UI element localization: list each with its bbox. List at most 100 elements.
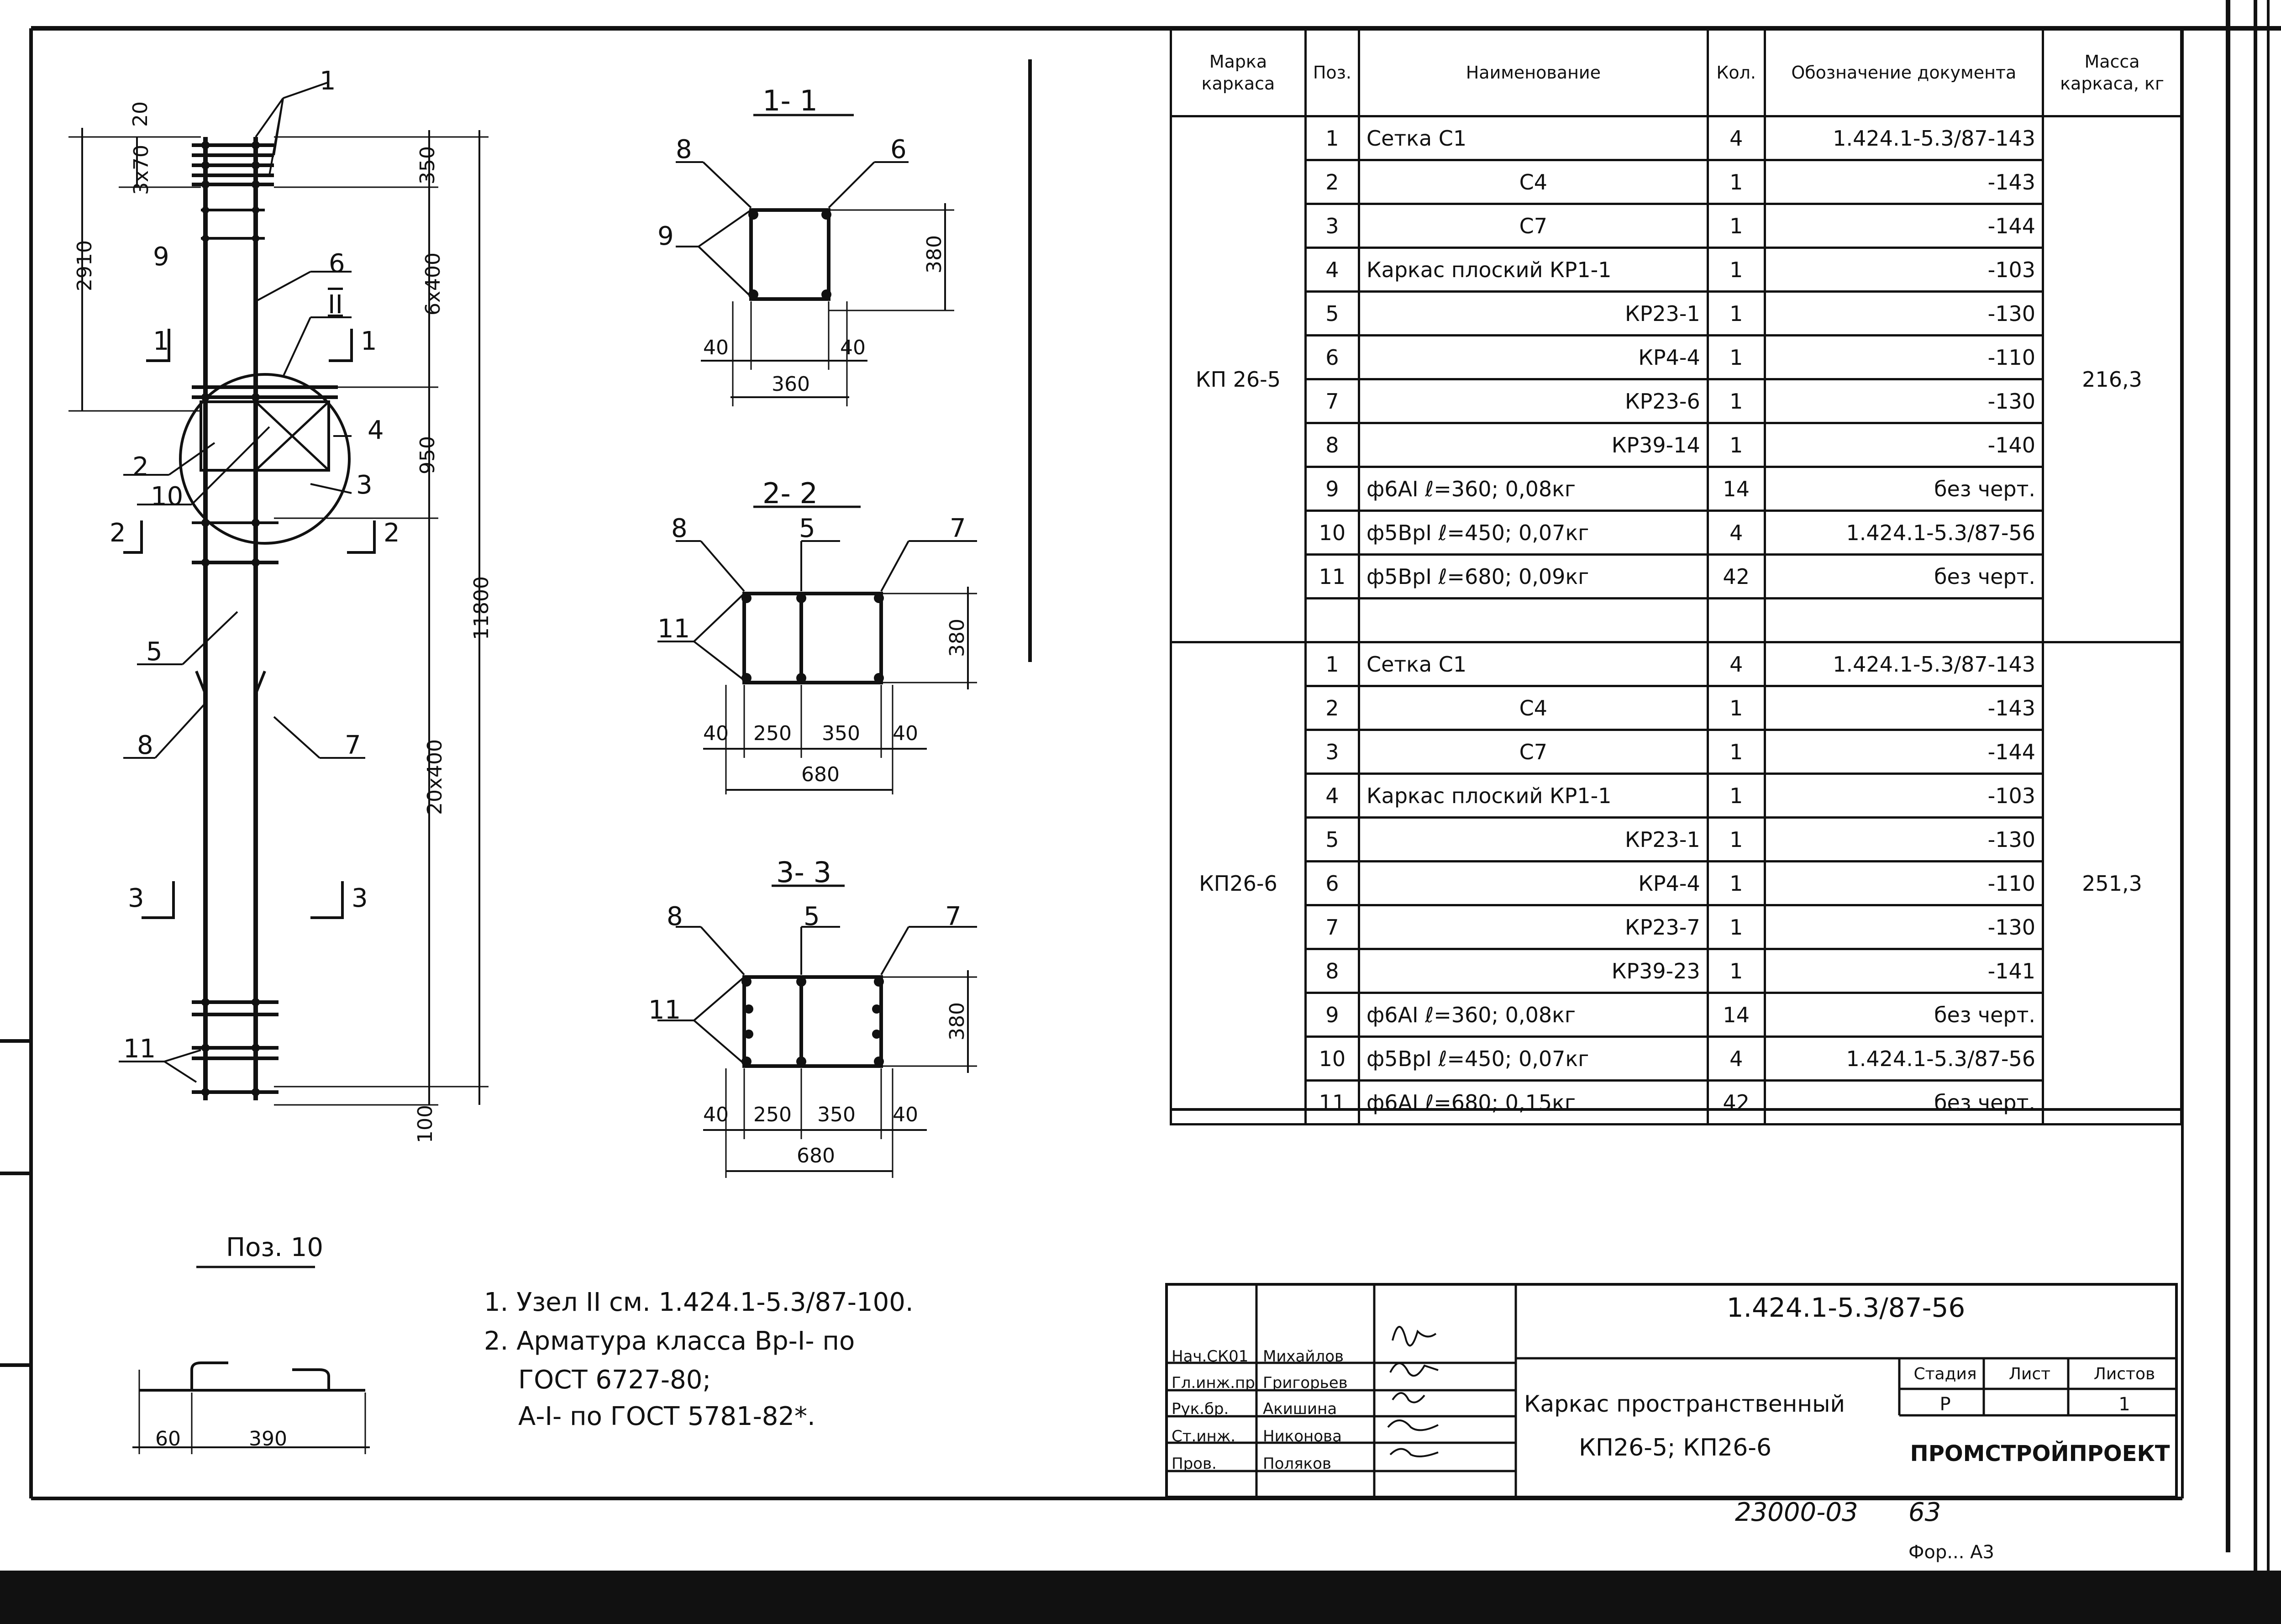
cell-name: ф5ВрI ℓ=450; 0,07кг [1357,510,1709,556]
dim-label: 250 [753,722,792,745]
cell-mark: КП 26-5 [1170,115,1307,643]
dim-label: 40 [840,336,866,359]
dim-label: 40 [893,1103,918,1126]
staff-role: Нач.СК01 [1172,1347,1249,1366]
cell-pos: 2 [1304,685,1360,731]
staff-role: Гл.инж.пр [1172,1374,1255,1392]
cell-mass: 251,3 [2042,641,2182,1125]
cell-name: ф5ВрI ℓ=450; 0,07кг [1357,1035,1709,1082]
table-row [1171,597,2181,643]
stage-value: Р [1939,1394,1951,1415]
cell-doc: -143 [1763,685,2044,731]
document-code: 1.424.1-5.3/87-56 [1726,1292,1966,1323]
cell-qty: 1 [1706,290,1766,336]
pos-label: 9 [657,221,674,251]
cell-pos: 9 [1304,466,1360,512]
staff-role: Рук.бр. [1172,1400,1229,1418]
cell-doc: -144 [1763,729,2044,775]
cell-name: КР39-14 [1357,422,1709,468]
cell-doc: без черт. [1763,466,2044,512]
header-doc: Обозначение документа [1763,28,2044,117]
dim-label: 360 [772,373,810,396]
page-number: 63 [1908,1498,1941,1527]
note-line: А-I- по ГОСТ 5781-82*. [518,1402,815,1431]
cell-pos: 5 [1304,290,1360,336]
section-mark-1-right: 1 [361,326,377,356]
cell-pos: 11 [1304,553,1360,599]
cell-doc: 1.424.1-5.3/87-143 [1763,115,2044,161]
dim-label: 350 [822,722,860,745]
cell-qty: 1 [1706,203,1766,249]
section-mark-2-right: 2 [384,518,400,548]
pos-label-7: 7 [345,731,361,760]
cell-name: КР23-1 [1357,816,1709,862]
staff-role: Пров. [1172,1455,1217,1473]
cell-name: КР23-7 [1357,904,1709,950]
cell-pos [1304,597,1360,643]
cell-name: Сетка С1 [1357,641,1709,687]
pos10-dim: 60 [155,1427,181,1451]
cell-name: КР23-6 [1357,378,1709,424]
cell-qty: 1 [1706,247,1766,293]
note-line: 1. Узел II см. 1.424.1-5.3/87-100. [484,1288,914,1317]
section-mark-2-left: 2 [110,518,126,548]
pos-label-3: 3 [356,470,373,500]
cell-qty: 1 [1706,860,1766,906]
dim-100: 100 [413,1105,437,1143]
cell-doc: -141 [1763,948,2044,994]
pos-label-9: 9 [153,242,169,272]
pos-label: 8 [676,135,692,164]
cell-pos: 10 [1304,510,1360,556]
section-mark-1-left: 1 [153,326,169,356]
pos-label: 5 [799,514,815,543]
pos-label: 11 [648,995,681,1025]
cell-doc: 1.424.1-5.3/87-56 [1763,510,2044,556]
dim-950: 950 [415,436,439,474]
dim-20x400: 20x400 [423,739,447,815]
cell-qty: 1 [1706,773,1766,819]
dim-6x400: 6x400 [421,252,445,316]
cell-qty: 4 [1706,510,1766,556]
staff-name: Никонова [1263,1427,1342,1445]
dim-label: 40 [703,722,729,745]
pos-label: 8 [667,902,683,931]
cell-doc: -103 [1763,247,2044,293]
pos-label-11: 11 [123,1034,156,1064]
cell-mass: 216,3 [2042,115,2182,643]
dim-label: 380 [945,619,969,657]
stamp-number: 23000-03 [1735,1498,1858,1527]
pos-label: 11 [657,614,690,644]
pos-label-4: 4 [368,415,384,445]
format-label: Фор... А3 [1908,1542,1994,1563]
header-mark: Марка каркаса [1170,28,1307,117]
cell-pos: 4 [1304,773,1360,819]
pos-label: 8 [671,514,688,543]
dim-label: 380 [922,235,946,273]
section-mark-3-right: 3 [352,883,368,913]
cell-pos: 5 [1304,816,1360,862]
pos-label: 5 [804,902,820,931]
sheets-value: 1 [2118,1394,2130,1415]
pos-label-5: 5 [146,637,163,667]
signatures [1387,1326,1439,1457]
cell-name: С4 [1357,159,1709,205]
cell-doc: -130 [1763,816,2044,862]
cell-qty: 14 [1706,992,1766,1038]
cell-name: КР4-4 [1357,860,1709,906]
cell-name [1357,597,1709,643]
cell-name: С4 [1357,685,1709,731]
cell-mark: КП26-6 [1170,641,1307,1125]
cell-name: С7 [1357,729,1709,775]
cell-qty: 1 [1706,816,1766,862]
cell-qty: 1 [1706,948,1766,994]
